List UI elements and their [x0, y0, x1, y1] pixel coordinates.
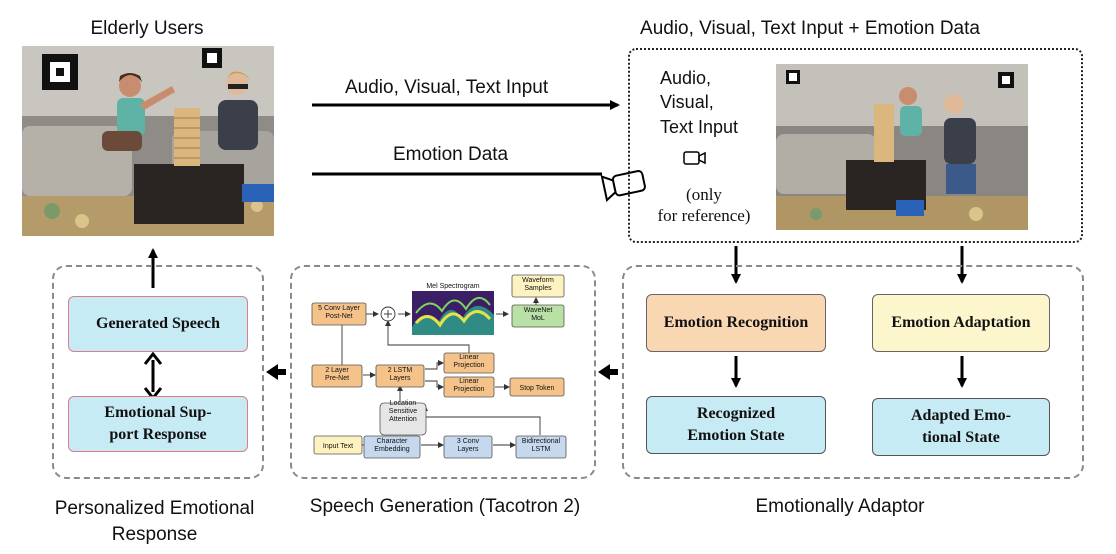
- taco-mel-spectrogram: [412, 291, 494, 335]
- adapted-state-card: Adapted Emo- tional State: [872, 398, 1050, 456]
- taco-stop-token: Stop Token: [520, 385, 555, 392]
- arrow-adaptor-to-speech: [598, 364, 618, 380]
- av-text-input-label: Audio, Visual, Text Input: [345, 77, 549, 98]
- emotional-support-card: Emotional Sup- port Response: [68, 396, 248, 452]
- taco-edge-lstm-linear1: [425, 360, 444, 370]
- double-arrow-head-up: [143, 351, 163, 365]
- taco-mel-label: Mel Spectrogram: [426, 283, 479, 290]
- emotion-adaptor-panel: [622, 265, 1084, 479]
- emotion-recognition-card: Emotion Recognition: [646, 294, 826, 352]
- emotion-data-label: Emotion Data: [393, 144, 509, 165]
- elderly-users-photo: [22, 46, 274, 236]
- recognized-state-card: Recognized Emotion State: [646, 396, 826, 454]
- generated-speech-card: Generated Speech: [68, 296, 248, 352]
- input-emotion-title: Audio, Visual, Text Input + Emotion Data: [640, 18, 980, 39]
- response-panel: [52, 265, 264, 479]
- arrow-speech-to-response: [266, 364, 286, 380]
- taco-edge-linear1-sum: [385, 320, 470, 353]
- taco-edge-bilstm-attention: [422, 405, 541, 435]
- reference-photo: [776, 64, 1028, 230]
- elderly-users-title: Elderly Users: [90, 18, 204, 39]
- personalized-response-title: Personalized Emotional Response: [54, 498, 255, 545]
- speech-generation-panel: [290, 265, 596, 479]
- tacotron-diagram: .tb { stroke:#555; stroke-width:0.8; } .…: [311, 274, 567, 459]
- reference-note: (only for reference): [657, 185, 751, 226]
- reference-modalities: Audio, Visual, Text Input: [660, 68, 739, 137]
- taco-input-text: Input Text: [323, 443, 353, 450]
- speech-generation-title: Speech Generation (Tacotron 2): [309, 496, 581, 517]
- taco-edge-lstm-linear2: [425, 380, 444, 390]
- emotion-adaptation-card: Emotion Adaptation: [872, 294, 1050, 352]
- reference-input-box: [628, 48, 1083, 243]
- camera-icon: [683, 150, 707, 171]
- emotionally-adaptor-title: Emotionally Adaptor: [755, 496, 925, 517]
